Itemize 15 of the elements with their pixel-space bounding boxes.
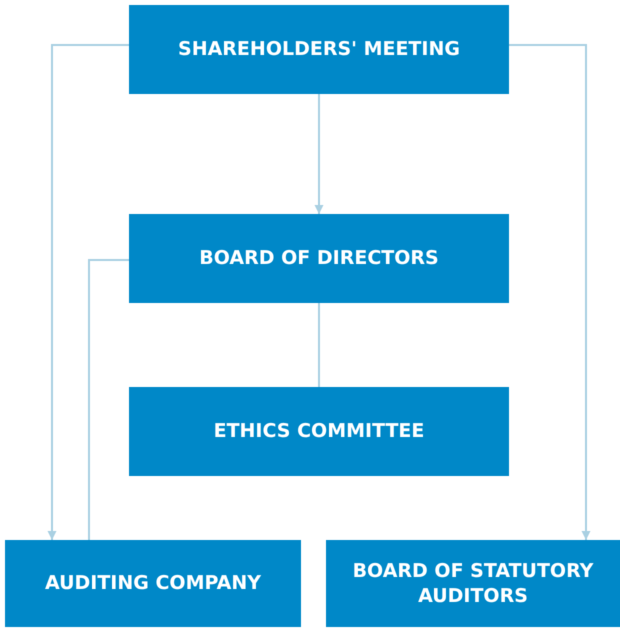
org-box xyxy=(129,5,509,94)
connector xyxy=(509,44,590,540)
org-box xyxy=(5,540,301,627)
box-title: BOARD OF STATUTORY AUDITORS xyxy=(352,558,594,608)
org-box xyxy=(326,540,620,627)
box-title: AUDITING COMPANY xyxy=(44,571,262,596)
box-title: BOARD OF DIRECTORS xyxy=(199,246,439,271)
connector xyxy=(314,94,324,214)
org-box xyxy=(129,214,509,303)
connector xyxy=(318,303,320,387)
box-title: ETHICS COMMITTEE xyxy=(214,419,424,444)
connector xyxy=(88,259,129,540)
org-box xyxy=(129,387,509,476)
connector xyxy=(48,44,129,540)
box-title: SHAREHOLDERS' MEETING xyxy=(178,37,460,62)
